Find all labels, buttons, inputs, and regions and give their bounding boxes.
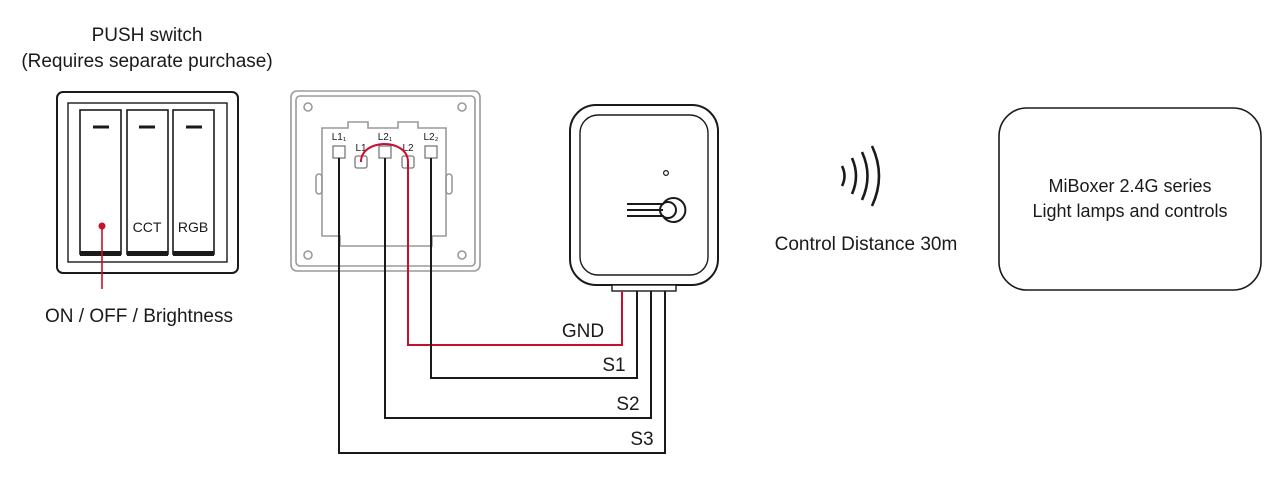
push-switch-caption: ON / OFF / Brightness: [45, 306, 233, 327]
rgb-button[interactable]: RGB: [172, 109, 215, 256]
device-box-line2: Light lamps and controls: [1032, 201, 1227, 221]
wire-gnd: [407, 162, 623, 346]
terminal-label-l2: L2: [402, 143, 414, 154]
terminal-l2-2: [424, 145, 438, 159]
terminal-l2-1: [378, 145, 392, 159]
push-switch: PUSH switch (Requires separate purchase)…: [21, 25, 272, 327]
miboxer-device-box: MiBoxer 2.4G series Light lamps and cont…: [998, 107, 1262, 291]
on-off-brightness-button[interactable]: [79, 109, 122, 256]
wire-s1: [430, 158, 638, 379]
wire-label-s2: S2: [616, 394, 639, 415]
terminal-l1-1: [332, 145, 346, 159]
pair-button-icon[interactable]: [627, 197, 687, 223]
red-jumper: [360, 143, 409, 163]
wire-s3: [338, 158, 666, 454]
terminal-l1: [354, 155, 368, 169]
terminal-label-l1-1: L1₁: [332, 132, 347, 143]
device-box-line1: MiBoxer 2.4G series: [1048, 176, 1211, 196]
terminal-label-l1: L1: [355, 143, 367, 154]
wire-label-s1: S1: [602, 355, 625, 376]
wire-label-gnd: GND: [562, 321, 604, 342]
wire-s2: [384, 158, 652, 419]
rgb-button-label: RGB: [178, 219, 208, 235]
terminal-label-l2-1: L2₁: [378, 132, 393, 143]
terminal-label-l2-2: L2₂: [423, 132, 438, 143]
wireless-signal-icon: [840, 145, 881, 207]
push-switch-frame: [56, 91, 239, 274]
cct-button[interactable]: CCT: [126, 109, 169, 256]
cct-button-label: CCT: [133, 219, 162, 235]
push-switch-subtitle: (Requires separate purchase): [21, 51, 272, 72]
wires: GND S1 S2 S3: [338, 143, 666, 454]
wire-label-s3: S3: [630, 429, 653, 450]
push-switch-inner-frame: [67, 102, 228, 263]
controller-module: [569, 104, 719, 292]
control-distance-caption: Control Distance 30m: [775, 234, 958, 255]
push-switch-title: PUSH switch: [92, 25, 203, 46]
status-led: [662, 170, 669, 177]
